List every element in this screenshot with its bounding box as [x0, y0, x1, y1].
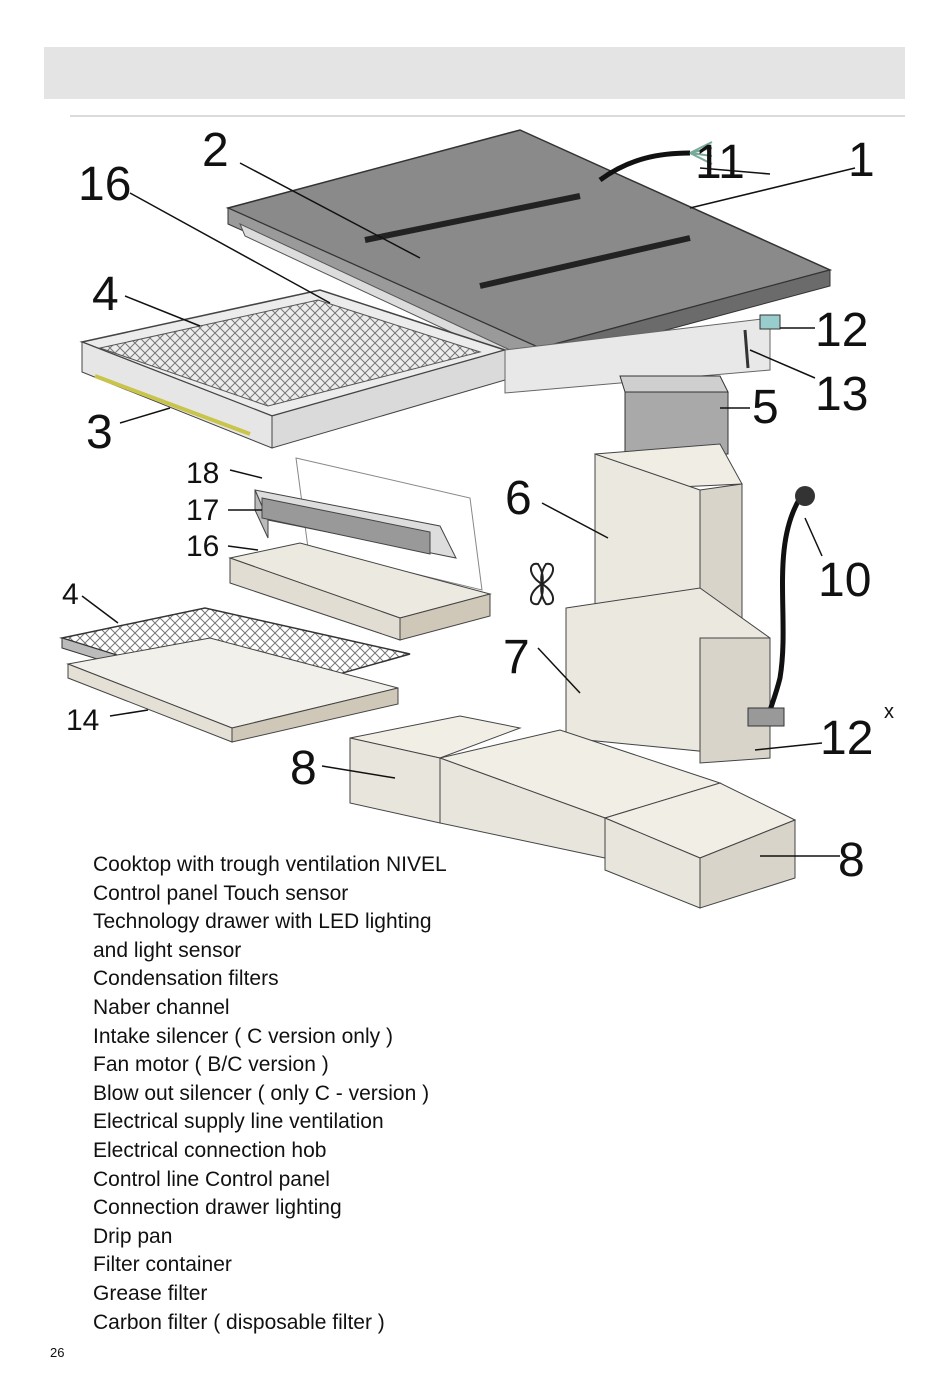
callout-5: 5	[752, 381, 779, 434]
list-item: Naber channel	[93, 995, 230, 1019]
callout-8-right: 8	[838, 834, 865, 887]
callout-12-low: 12	[820, 712, 873, 765]
list-item: Filter container	[93, 1253, 232, 1277]
callout-13: 13	[815, 368, 868, 421]
callout-8-left: 8	[290, 742, 317, 795]
intake-silencer	[619, 375, 729, 455]
leader-lines	[81, 162, 856, 857]
list-item: Control panel Touch sensor	[93, 881, 349, 905]
drip-pan	[66, 637, 399, 743]
callout-2: 2	[202, 124, 229, 177]
blow-out-silencer	[349, 715, 797, 909]
list-item: Grease filter	[93, 1281, 208, 1305]
callout-12-top: 12	[815, 304, 868, 357]
exploded-view-diagram: 1 2 11 16 4 3 12 13 5 18 17 16 6 10 4 7 …	[59, 124, 894, 909]
fan-motor	[565, 587, 771, 764]
list-item: and light sensor	[93, 938, 242, 962]
callout-3: 3	[86, 406, 113, 459]
callout-6: 6	[505, 472, 532, 525]
callout-4-top: 4	[92, 268, 119, 321]
list-item: Cooktop with trough ventilation NIVEL	[93, 853, 447, 876]
callout-1: 1	[848, 134, 875, 187]
page-number: 26	[50, 1345, 65, 1360]
list-item: Drip pan	[93, 1224, 173, 1248]
callout-18: 18	[186, 457, 219, 490]
header-rule	[70, 115, 905, 117]
callout-7: 7	[503, 631, 530, 684]
list-item: Technology drawer with LED lighting	[93, 910, 432, 934]
list-item: Intake silencer ( C version only )	[93, 1024, 393, 1048]
callout-4-low: 4	[62, 578, 79, 611]
list-item: Fan motor ( B/C version )	[93, 1053, 329, 1077]
list-item: Connection drawer lighting	[93, 1196, 342, 1220]
callout-10: 10	[818, 554, 871, 607]
list-item: Carbon filter ( disposable filter )	[93, 1310, 385, 1334]
callout-12-low-mark: x	[884, 701, 894, 723]
callout-11: 11	[695, 136, 745, 189]
technology-drawer	[79, 289, 771, 449]
callout-16-mid: 16	[186, 530, 219, 563]
callout-14: 14	[66, 704, 99, 737]
list-item: Control line Control panel	[93, 1167, 330, 1191]
fan-icon	[530, 562, 554, 606]
list-item: Condensation filters	[93, 967, 279, 991]
list-item: Blow out silencer ( only C - version )	[93, 1081, 430, 1105]
list-item: Electrical connection hob	[93, 1138, 327, 1162]
header-bar	[44, 47, 905, 99]
filter-container-assembly	[228, 457, 492, 641]
callout-16-top: 16	[78, 158, 131, 211]
list-item: Electrical supply line ventilation	[93, 1110, 384, 1134]
callout-17: 17	[186, 494, 219, 527]
parts-list: Cooktop with trough ventilation NIVEL Co…	[93, 851, 447, 1337]
